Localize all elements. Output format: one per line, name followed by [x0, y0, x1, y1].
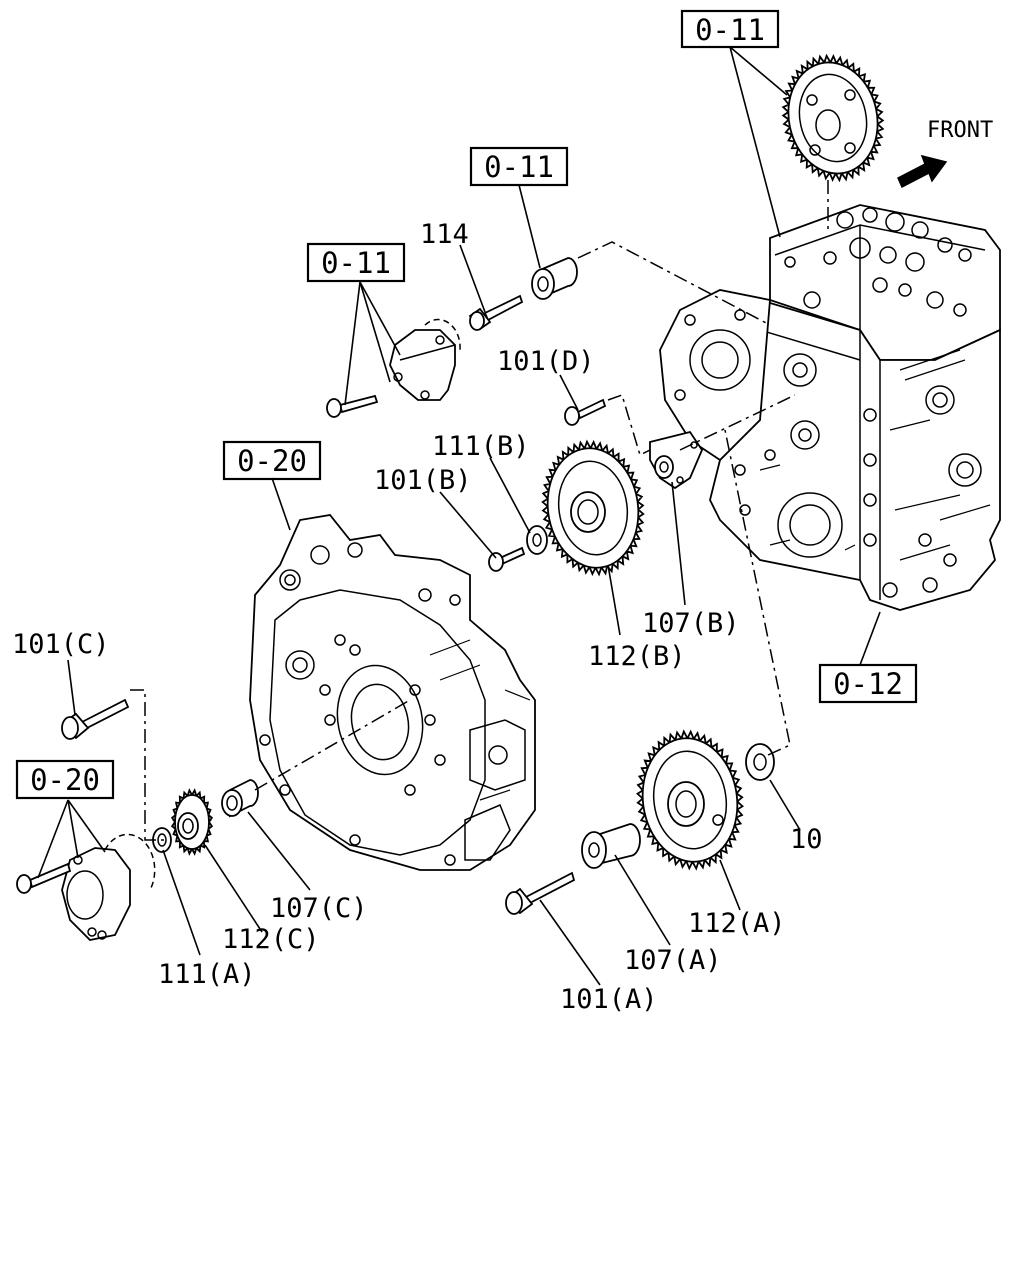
shaft-107a	[581, 823, 641, 869]
label-10: 10	[790, 824, 823, 855]
engine-block	[659, 204, 1001, 611]
label-107c: 107(C)	[270, 893, 368, 924]
leader-lines	[37, 46, 881, 986]
ref-upper-left[interactable]: 0-11	[321, 246, 391, 280]
ref-box-frame	[469, 146, 569, 187]
washer-111b	[526, 525, 548, 555]
bushing-plate-b	[649, 430, 704, 490]
part-labels: 114 101(D) 111(B) 101(B) 107(B) 112(B) 1…	[12, 219, 823, 1015]
flywheel-housing	[249, 514, 536, 871]
ref-box-frame	[222, 440, 322, 481]
label-112a: 112(A)	[688, 908, 786, 939]
label-101d: 101(D)	[497, 346, 595, 377]
ref-lower-left[interactable]: 0-20	[30, 763, 100, 797]
front-label: FRONT	[927, 118, 993, 143]
ref-right[interactable]: 0-12	[833, 667, 903, 701]
label-107a: 107(A)	[624, 945, 722, 976]
label-101b: 101(B)	[374, 465, 472, 496]
bolt-101d	[564, 398, 607, 426]
idler-gear-b	[541, 439, 645, 577]
ref-box-frame	[680, 9, 780, 49]
ref-box-frame	[818, 663, 918, 704]
thrust-washer-10	[745, 743, 775, 781]
label-112c: 112(C)	[222, 924, 320, 955]
ref-box-frame	[306, 242, 406, 283]
label-107b: 107(B)	[642, 608, 740, 639]
assembly-lines	[130, 180, 829, 841]
ref-top-middle[interactable]: 0-11	[484, 150, 554, 184]
bushing-top	[531, 257, 578, 300]
ref-middle-left[interactable]: 0-20	[237, 444, 307, 478]
cover-upper	[326, 318, 461, 418]
ref-top-right[interactable]: 0-11	[695, 13, 765, 47]
front-arrow-icon	[897, 154, 948, 189]
label-112b: 112(B)	[588, 641, 686, 672]
bolt-101c	[61, 698, 130, 740]
ref-box-frame	[15, 759, 115, 800]
label-111b: 111(B)	[432, 431, 530, 462]
bushing-107c	[221, 779, 259, 818]
idler-gear-c	[170, 788, 214, 856]
label-101a: 101(A)	[560, 984, 658, 1015]
label-111a: 111(A)	[158, 959, 256, 990]
bolt-101b	[488, 546, 526, 572]
reference-boxes[interactable]: 0-11 0-11 0-11 0-20 0-20 0-12	[15, 9, 918, 800]
front-indicator: FRONT	[897, 118, 993, 189]
cover-lower	[16, 833, 156, 941]
idler-gear-a	[636, 729, 744, 871]
label-101c: 101(C)	[12, 629, 110, 660]
bolt-101a	[505, 871, 576, 915]
bolt-114	[468, 294, 524, 331]
camshaft-gear	[781, 53, 885, 183]
label-114: 114	[420, 219, 469, 250]
